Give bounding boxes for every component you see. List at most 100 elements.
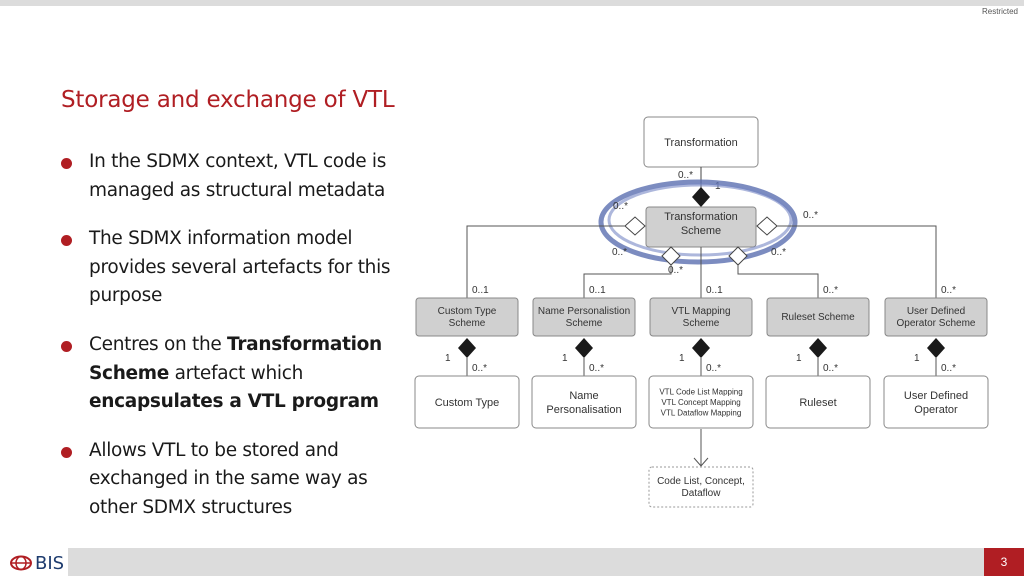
aggregation-diamond <box>661 246 681 266</box>
bullet-dot <box>61 235 72 247</box>
sub-scheme-box <box>649 297 753 337</box>
connector-line <box>583 265 672 298</box>
sub-scheme-box <box>532 297 636 337</box>
multiplicity-label: 1 <box>445 353 451 364</box>
bullet-text: Centres on the <box>89 333 228 355</box>
connector-line <box>777 225 937 298</box>
sub-scheme-label-line1: VTL Mapping <box>671 306 730 317</box>
item-label: User Defined <box>904 390 968 402</box>
item-label: VTL Code List Mapping <box>659 387 742 396</box>
bis-logo-text: BIS <box>35 552 65 574</box>
connector-line <box>466 225 625 298</box>
multiplicity-label: 0..* <box>668 265 683 276</box>
target-box <box>648 466 754 508</box>
multiplicity-label: 1 <box>679 353 685 364</box>
bullet-text: In the SDMX context, VTL code is managed… <box>89 151 387 201</box>
item-label: Operator <box>914 404 958 416</box>
bis-logo-icon <box>10 555 32 571</box>
sub-scheme-label-line1: User Defined <box>907 306 965 317</box>
sub-scheme-label-line2: Scheme <box>566 318 603 329</box>
item-label: VTL Dataflow Mapping <box>661 408 742 417</box>
target-label-line2: Dataflow <box>682 488 722 499</box>
aggregation-diamond <box>728 246 748 266</box>
multiplicity-label: 0..* <box>771 247 786 258</box>
bis-logo: BIS <box>10 552 64 574</box>
classification-label: Restricted <box>981 7 1018 16</box>
bullet-bold-text: Transformation Scheme <box>89 333 382 384</box>
item-label: Custom Type <box>435 397 500 409</box>
transformation-scheme-label-line2: Scheme <box>681 225 721 237</box>
sub-scheme-label-line2: Scheme <box>449 318 486 329</box>
arrow-head-icon <box>693 457 709 467</box>
sub-scheme-box <box>415 297 519 337</box>
multiplicity-label: 0..1 <box>706 285 723 296</box>
item-box <box>414 375 520 429</box>
bullet-text: artefact which <box>169 362 304 384</box>
multiplicity-label: 1 <box>796 353 802 364</box>
bullet-dot <box>61 158 72 169</box>
composition-diamond <box>575 338 593 358</box>
multiplicity-label: 0..* <box>613 201 628 212</box>
aggregation-diamond <box>624 216 646 236</box>
sub-scheme-label-line2: Operator Scheme <box>897 318 976 329</box>
composition-diamond <box>458 338 476 358</box>
item-label: Ruleset <box>799 397 836 409</box>
bullet-dot <box>61 340 72 352</box>
page-number-box: 3 <box>984 548 1024 576</box>
bullet-text: The SDMX information model provides seve… <box>89 228 391 307</box>
item-label: Name <box>569 390 598 402</box>
multiplicity-label: 1 <box>562 353 568 364</box>
item-box <box>765 375 871 429</box>
sub-scheme-label-line1: Ruleset Scheme <box>781 312 855 323</box>
multiplicity-label: 0..* <box>612 247 627 258</box>
sub-scheme-box <box>884 297 988 337</box>
multiplicity-label: 0..* <box>823 285 838 296</box>
sub-scheme-label-line1: Name Personalistion <box>538 306 630 317</box>
item-box <box>883 375 989 429</box>
bullet-text: Allows VTL to be stored and exchanged in… <box>89 439 368 518</box>
multiplicity-label: 0..* <box>823 363 838 374</box>
bullet-item: Centres on the Transformation Scheme art… <box>60 331 410 417</box>
transformation-scheme-label-line1: Transformation <box>664 211 738 223</box>
multiplicity-label: 0..1 <box>589 285 606 296</box>
item-label: Personalisation <box>546 404 621 416</box>
composition-diamond <box>692 338 710 358</box>
multiplicity-label: 0..* <box>941 285 956 296</box>
item-label: VTL Concept Mapping <box>661 398 740 407</box>
multiplicity-label: 1 <box>914 353 920 364</box>
slide-title: Storage and exchange of VTL <box>61 87 395 114</box>
multiplicity-label: 0..1 <box>472 285 489 296</box>
multiplicity-label: 0..* <box>941 363 956 374</box>
multiplicity-label: 0..* <box>803 210 818 221</box>
bullet-dot <box>61 446 72 458</box>
bullet-item: The SDMX information model provides seve… <box>60 225 410 311</box>
bullet-item: Allows VTL to be stored and exchanged in… <box>60 437 410 523</box>
composition-diamond <box>692 187 710 207</box>
multiplicity-label: 0..* <box>589 363 604 374</box>
sub-scheme-label-line1: Custom Type <box>438 306 497 317</box>
sub-scheme-label-line2: Scheme <box>683 318 720 329</box>
sub-scheme-box <box>766 297 870 337</box>
multiplicity-label: 0..* <box>706 363 721 374</box>
bullet-list: In the SDMX context, VTL code is managed… <box>60 148 410 543</box>
item-row: 1 0..* Custom Type 1 0..* NamePersonalisation… <box>414 338 989 429</box>
item-box <box>648 375 754 429</box>
transformation-label: Transformation <box>664 137 738 149</box>
footer-bar <box>0 548 1024 576</box>
item-box <box>531 375 637 429</box>
multiplicity-label: 0..* <box>678 170 693 181</box>
connector-line <box>737 265 819 298</box>
bullet-item: In the SDMX context, VTL code is managed… <box>60 148 410 205</box>
page-number: 3 <box>1000 555 1008 569</box>
bullet-bold-text: encapsulates a VTL program <box>89 391 379 413</box>
composition-diamond <box>927 338 945 358</box>
aggregation-diamond <box>756 216 778 236</box>
multiplicity-label: 0..* <box>472 363 487 374</box>
highlight-ellipse <box>607 183 793 257</box>
top-bar <box>0 0 1024 6</box>
highlight-ellipse <box>598 179 798 265</box>
composition-diamond <box>809 338 827 358</box>
target-label-line1: Code List, Concept, <box>657 476 745 487</box>
